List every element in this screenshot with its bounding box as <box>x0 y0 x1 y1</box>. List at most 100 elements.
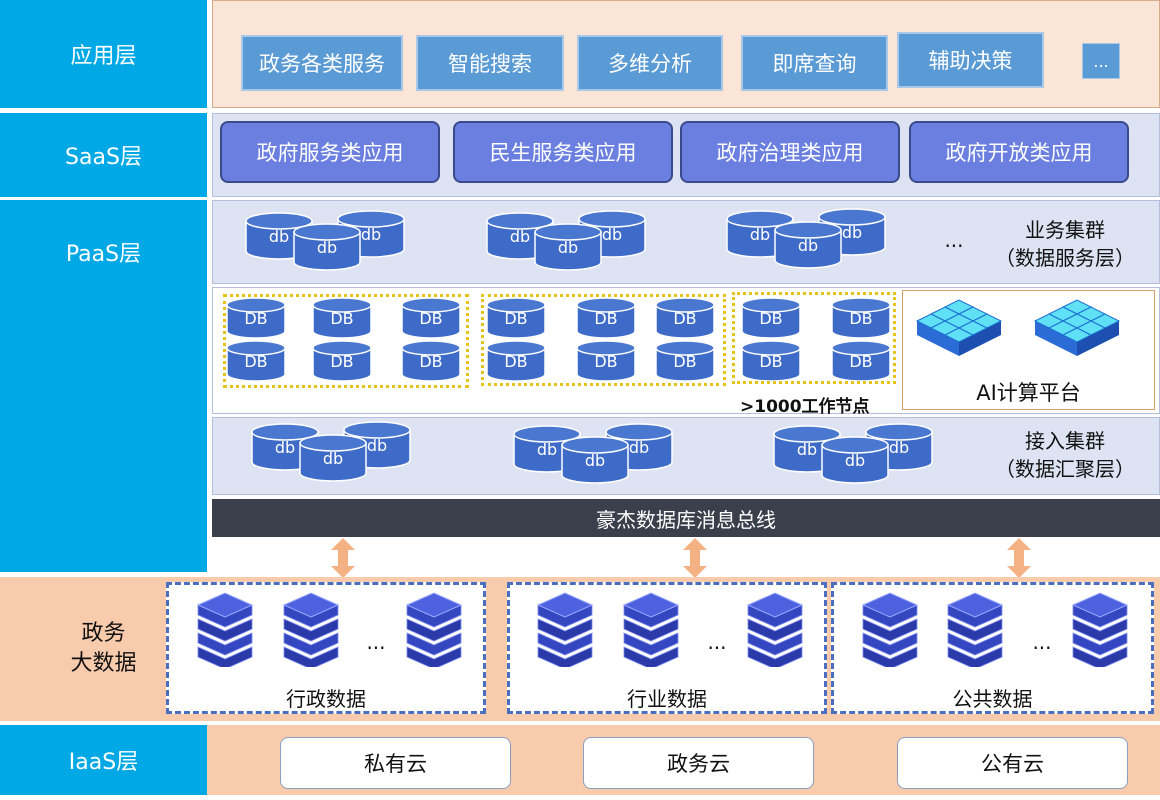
db-label: db <box>366 436 388 455</box>
db-node: DB <box>312 297 372 339</box>
db-label: db <box>796 440 818 459</box>
db-label: DB <box>673 309 697 328</box>
db-label: DB <box>330 352 354 371</box>
paas-layer-label: PaaS层 <box>0 200 207 572</box>
db-label: db <box>274 438 296 457</box>
db-label: db <box>797 236 819 255</box>
db-cylinder: db <box>534 223 602 271</box>
db-label: DB <box>330 309 354 328</box>
access-cluster-title: 接入集群 <box>1025 429 1105 453</box>
public-data-ellipsis: ... <box>1032 630 1052 654</box>
db-node: DB <box>486 340 546 382</box>
business-cluster-label: 业务集群 （数据服务层） <box>985 216 1145 272</box>
bidirectional-arrow-icon <box>1007 538 1031 578</box>
industry-data-label: 行业数据 <box>627 687 707 711</box>
saas-item-gov-service[interactable]: 政府服务类应用 <box>220 121 440 183</box>
db-label: db <box>268 227 290 246</box>
db-label: DB <box>419 309 443 328</box>
db-cylinder: db <box>774 221 842 269</box>
db-label: DB <box>244 352 268 371</box>
db-cylinder: db <box>299 434 367 482</box>
saas-item-governance[interactable]: 政府治理类应用 <box>680 121 900 183</box>
paas-ellipsis: ... <box>944 228 964 252</box>
db-node: DB <box>226 297 286 339</box>
app-item-multi-analysis[interactable]: 多维分析 <box>577 35 723 91</box>
db-node: DB <box>226 340 286 382</box>
db-label: db <box>888 438 910 457</box>
app-item-more[interactable]: ... <box>1082 43 1120 79</box>
bidirectional-arrow-icon <box>331 538 355 578</box>
saas-layer-label: SaaS层 <box>0 113 207 197</box>
db-label: DB <box>759 309 783 328</box>
db-label: DB <box>244 309 268 328</box>
db-cylinder: db <box>293 223 361 271</box>
server-stack-icon <box>861 587 919 671</box>
db-label: db <box>844 451 866 470</box>
db-label: db <box>749 225 771 244</box>
server-stack-icon <box>1071 587 1129 671</box>
access-cluster-label: 接入集群 （数据汇聚层） <box>985 427 1145 483</box>
app-layer-label: 应用层 <box>0 0 207 108</box>
db-node: DB <box>831 297 891 339</box>
db-label: db <box>601 225 623 244</box>
db-label: db <box>584 451 606 470</box>
gov-cloud[interactable]: 政务云 <box>583 737 814 789</box>
public-data-label: 公共数据 <box>952 687 1033 711</box>
saas-item-livelihood[interactable]: 民生服务类应用 <box>453 121 673 183</box>
db-label: DB <box>849 309 873 328</box>
admin-data-ellipsis: ... <box>366 630 386 654</box>
db-label: db <box>509 227 531 246</box>
db-label: db <box>360 225 382 244</box>
worker-nodes-label: >1000工作节点 <box>740 397 870 417</box>
ai-compute-icon <box>911 293 1147 373</box>
db-label: db <box>628 438 650 457</box>
admin-data-label: 行政数据 <box>286 687 366 711</box>
db-group-3 <box>732 292 896 384</box>
bidirectional-arrow-icon <box>683 538 707 578</box>
db-label: DB <box>504 309 528 328</box>
message-bus: 豪杰数据库消息总线 <box>212 499 1160 537</box>
iaas-layer-label: IaaS层 <box>0 725 207 795</box>
db-label: DB <box>504 352 528 371</box>
server-stack-icon <box>622 587 680 671</box>
ai-platform-box: AI计算平台 <box>902 290 1155 410</box>
db-label: db <box>322 449 344 468</box>
app-item-adhoc-query[interactable]: 即席查询 <box>741 35 888 91</box>
db-label: DB <box>759 352 783 371</box>
saas-item-open-gov[interactable]: 政府开放类应用 <box>909 121 1129 183</box>
db-node: DB <box>312 340 372 382</box>
db-node: DB <box>576 297 636 339</box>
business-cluster-subtitle: （数据服务层） <box>995 246 1135 270</box>
app-item-gov-services[interactable]: 政务各类服务 <box>241 35 403 91</box>
db-node: DB <box>655 297 715 339</box>
db-cylinder: db <box>821 436 889 484</box>
server-stack-icon <box>282 587 340 671</box>
db-node: DB <box>401 297 461 339</box>
business-cluster-title: 业务集群 <box>1025 218 1105 242</box>
server-stack-icon <box>405 587 463 671</box>
db-node: DB <box>486 297 546 339</box>
db-label: db <box>557 238 579 257</box>
industry-data-ellipsis: ... <box>707 630 727 654</box>
db-node: DB <box>655 340 715 382</box>
db-label: DB <box>419 352 443 371</box>
db-label: DB <box>594 309 618 328</box>
db-group-1 <box>223 294 469 388</box>
db-node: DB <box>831 340 891 382</box>
db-node: DB <box>741 340 801 382</box>
db-label: db <box>316 238 338 257</box>
db-node: DB <box>401 340 461 382</box>
db-label: DB <box>673 352 697 371</box>
app-item-decision-support[interactable]: 辅助决策 <box>897 32 1044 88</box>
public-cloud[interactable]: 公有云 <box>897 737 1128 789</box>
db-group-2 <box>481 294 726 386</box>
db-node: DB <box>576 340 636 382</box>
ai-platform-label: AI计算平台 <box>976 381 1081 405</box>
access-cluster-subtitle: （数据汇聚层） <box>995 457 1135 481</box>
server-stack-icon <box>536 587 594 671</box>
app-item-smart-search[interactable]: 智能搜索 <box>416 35 564 91</box>
db-label: DB <box>594 352 618 371</box>
db-label: DB <box>849 352 873 371</box>
private-cloud[interactable]: 私有云 <box>280 737 511 789</box>
db-node: DB <box>741 297 801 339</box>
